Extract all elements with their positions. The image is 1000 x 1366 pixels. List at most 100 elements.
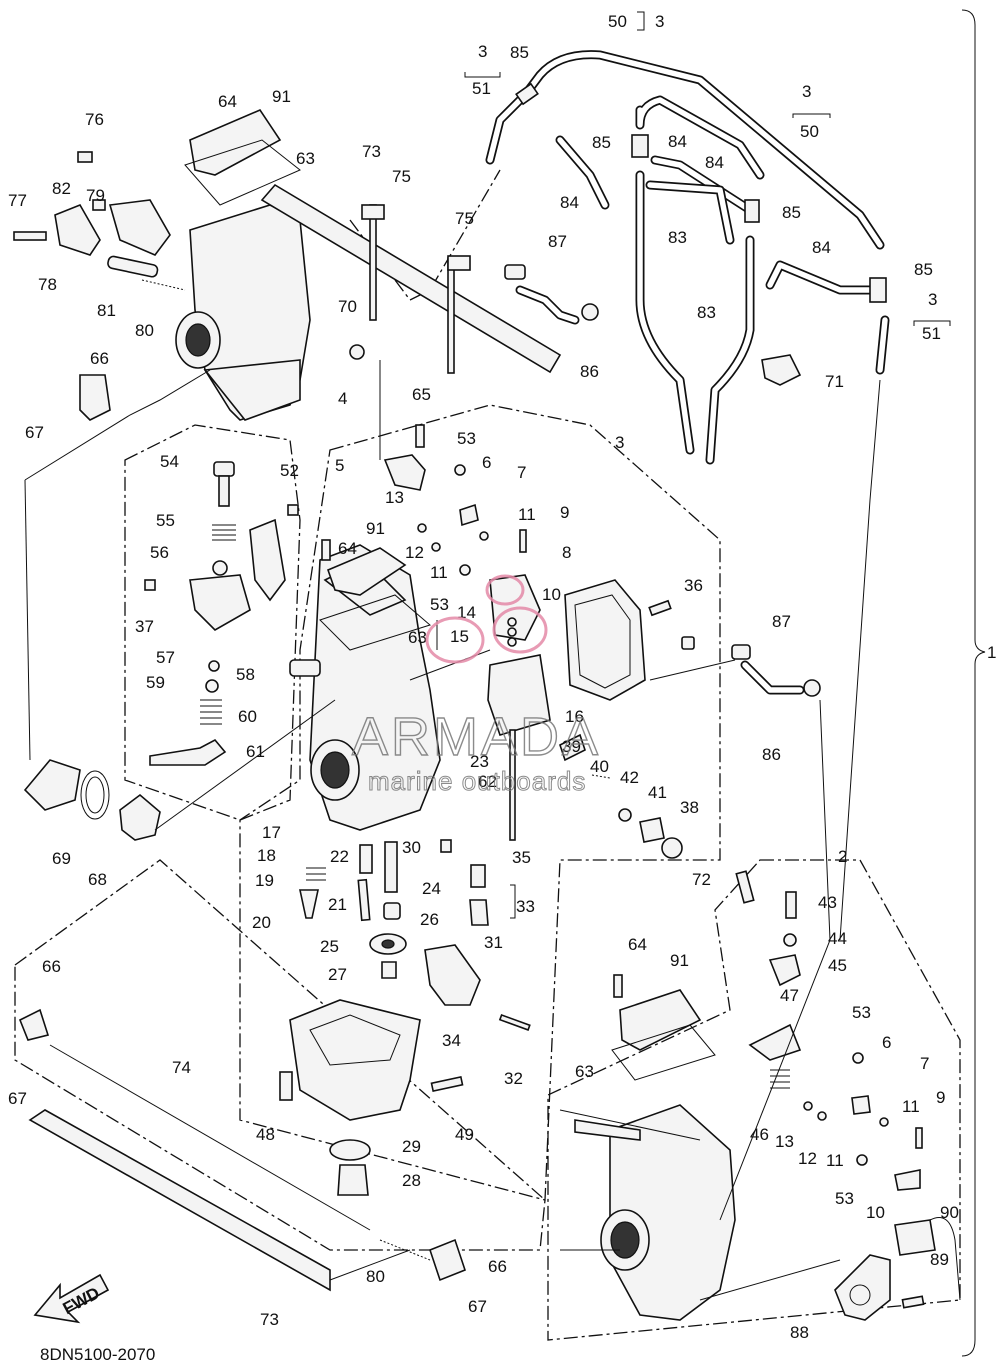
callout-38: 38 (680, 798, 699, 817)
callout-53b: 53 (430, 595, 449, 614)
callout-49: 49 (455, 1125, 474, 1144)
callout-55: 55 (156, 511, 175, 530)
callout-9b: 9 (936, 1088, 945, 1107)
callout-82: 82 (52, 179, 71, 198)
callout-84c: 84 (705, 153, 724, 172)
callout-labels: 1 2 3 4 5 6 7 8 9 10 11 11 12 13 14 15 1… (8, 12, 996, 1342)
callout-30: 30 (402, 838, 421, 857)
callout-45: 45 (828, 956, 847, 975)
callout-23: 23 (470, 752, 489, 771)
choke-bracket (13, 151, 171, 256)
callout-3-left: 3 (478, 42, 487, 61)
callout-71: 71 (825, 372, 844, 391)
fuel-hose-86-top (504, 264, 599, 325)
callout-58: 58 (236, 665, 255, 684)
carburetor-top-left (107, 109, 311, 421)
callout-64b: 64 (338, 539, 357, 558)
callout-88: 88 (790, 1323, 809, 1342)
callout-1: 1 (987, 643, 996, 662)
callout-26: 26 (420, 910, 439, 929)
callout-10b: 10 (866, 1203, 885, 1222)
callout-84b: 84 (668, 132, 687, 151)
callout-13b: 13 (775, 1132, 794, 1151)
callout-7: 7 (517, 463, 526, 482)
callout-43: 43 (818, 893, 837, 912)
callout-85c: 85 (782, 203, 801, 222)
reference-brackets (436, 11, 951, 919)
callout-66c: 66 (488, 1257, 507, 1276)
callout-64: 64 (218, 92, 237, 111)
callout-19: 19 (255, 871, 274, 890)
callout-3: 3 (615, 433, 624, 452)
callout-47: 47 (780, 986, 799, 1005)
leader-lines (24, 360, 881, 1301)
jet-needle-parts (279, 839, 531, 1101)
callout-57: 57 (156, 648, 175, 667)
right-linkage-parts (735, 870, 923, 1191)
callout-80b: 80 (366, 1267, 385, 1286)
callout-29: 29 (402, 1137, 421, 1156)
callout-3-right: 3 (802, 82, 811, 101)
callout-75b: 75 (455, 209, 474, 228)
callout-10: 10 (542, 585, 561, 604)
callout-53d: 53 (835, 1189, 854, 1208)
callout-85d: 85 (914, 260, 933, 279)
throttle-sensor (834, 1217, 961, 1321)
assembly-outline-3 (239, 404, 721, 1201)
callout-11c: 11 (902, 1097, 920, 1116)
fuel-hose-86-right (731, 644, 821, 697)
callout-54: 54 (160, 452, 179, 471)
callout-83b: 83 (697, 303, 716, 322)
callout-46: 46 (750, 1125, 769, 1144)
callout-85: 85 (510, 43, 529, 62)
callout-8: 8 (562, 543, 571, 562)
callout-44: 44 (828, 929, 847, 948)
callout-41: 41 (648, 783, 667, 802)
callout-7b: 7 (920, 1054, 929, 1073)
callout-72: 72 (692, 870, 711, 889)
callout-9: 9 (560, 503, 569, 522)
callout-63c: 63 (575, 1062, 594, 1081)
callout-15: 15 (450, 627, 469, 646)
callout-18: 18 (257, 846, 276, 865)
callout-73: 73 (362, 142, 381, 161)
watermark-tagline: marine outboards (368, 766, 586, 796)
callout-3-far-right: 3 (928, 290, 937, 309)
throttle-shaft-top (260, 183, 562, 374)
assembly-outline-2 (547, 859, 961, 1341)
callout-65: 65 (412, 385, 431, 404)
callout-67c: 67 (468, 1297, 487, 1316)
callout-28: 28 (402, 1171, 421, 1190)
callout-76: 76 (85, 110, 104, 129)
callout-12: 12 (405, 543, 424, 562)
callout-87b: 87 (772, 612, 791, 631)
callout-27: 27 (328, 965, 347, 984)
callout-67b: 67 (8, 1089, 27, 1108)
callout-53c: 53 (852, 1003, 871, 1022)
callout-33: 33 (516, 897, 535, 916)
callout-85b: 85 (592, 133, 611, 152)
callout-21: 21 (328, 895, 347, 914)
callout-20: 20 (252, 913, 271, 932)
callout-83: 83 (668, 228, 687, 247)
callout-16: 16 (565, 707, 584, 726)
callout-74: 74 (172, 1058, 191, 1077)
callout-36: 36 (684, 576, 703, 595)
throttle-outline (14, 859, 546, 1251)
callout-69: 69 (52, 849, 71, 868)
vent-hose-group (485, 50, 890, 465)
callout-50-right: 50 (800, 122, 819, 141)
callout-34: 34 (442, 1031, 461, 1050)
callout-17: 17 (262, 823, 281, 842)
callout-91b: 91 (366, 519, 385, 538)
callout-77: 77 (8, 191, 27, 210)
callout-11: 11 (518, 505, 536, 524)
fwd-arrow: FWD (33, 1273, 110, 1324)
callout-2: 2 (838, 847, 847, 866)
callout-3-top: 3 (655, 12, 664, 31)
watermark: ARMADA marine outboards (351, 574, 601, 797)
callout-86: 86 (580, 362, 599, 381)
callout-86b: 86 (762, 745, 781, 764)
watermark-brand: ARMADA (352, 707, 601, 767)
